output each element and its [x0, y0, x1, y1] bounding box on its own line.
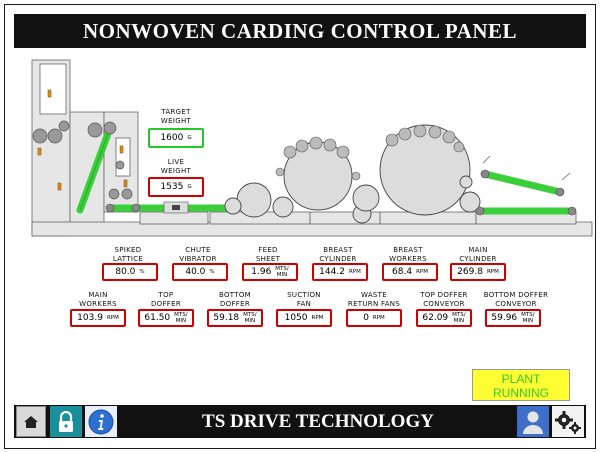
gears-icon — [555, 410, 581, 434]
live-weight-field: 1535 G — [148, 177, 204, 197]
lock-icon — [59, 410, 73, 432]
settings-button[interactable] — [552, 406, 584, 437]
target-weight-field[interactable]: 1600 G — [148, 128, 204, 148]
bottom-doffer-field[interactable]: 59.18 MTS/MIN — [207, 309, 263, 327]
user-button[interactable] — [517, 406, 549, 437]
live-weight-value: 1535 — [160, 182, 184, 192]
home-button[interactable] — [16, 406, 46, 437]
suction-fan-field[interactable]: 1050 RPM — [276, 309, 332, 327]
waste-return-fans-field[interactable]: 0 RPM — [346, 309, 402, 327]
target-weight-unit: G — [187, 135, 192, 141]
info-button[interactable] — [85, 406, 117, 437]
feed-sheet-field[interactable]: 1.96 MTS/MIN — [242, 263, 298, 281]
user-icon — [523, 411, 543, 434]
footer-title: TS DRIVE TECHNOLOGY — [202, 411, 434, 432]
home-icon — [24, 415, 38, 428]
breast-cylinder-field[interactable]: 144.2 RPM — [312, 263, 368, 281]
info-icon — [88, 409, 114, 434]
main-cylinder-field[interactable]: 269.8 RPM — [450, 263, 506, 281]
live-weight-unit: G — [187, 184, 192, 190]
top-doffer-conveyor-field[interactable]: 62.09 MTS/MIN — [416, 309, 472, 327]
bottom-doffer-conveyor-field[interactable]: 59.96 MTS/MIN — [485, 309, 541, 327]
breast-workers-field[interactable]: 68.4 RPM — [382, 263, 438, 281]
main-workers-field[interactable]: 103.9 RPM — [70, 309, 126, 327]
target-weight-value: 1600 — [160, 133, 184, 143]
top-doffer-field[interactable]: 61.50 MTS/MIN — [138, 309, 194, 327]
page-title: NONWOVEN CARDING CONTROL PANEL — [14, 14, 586, 48]
spiked-lattice-field[interactable]: 80.0 % — [102, 263, 158, 281]
lock-button[interactable] — [50, 406, 82, 437]
chute-vibrator-field[interactable]: 40.0 % — [172, 263, 228, 281]
